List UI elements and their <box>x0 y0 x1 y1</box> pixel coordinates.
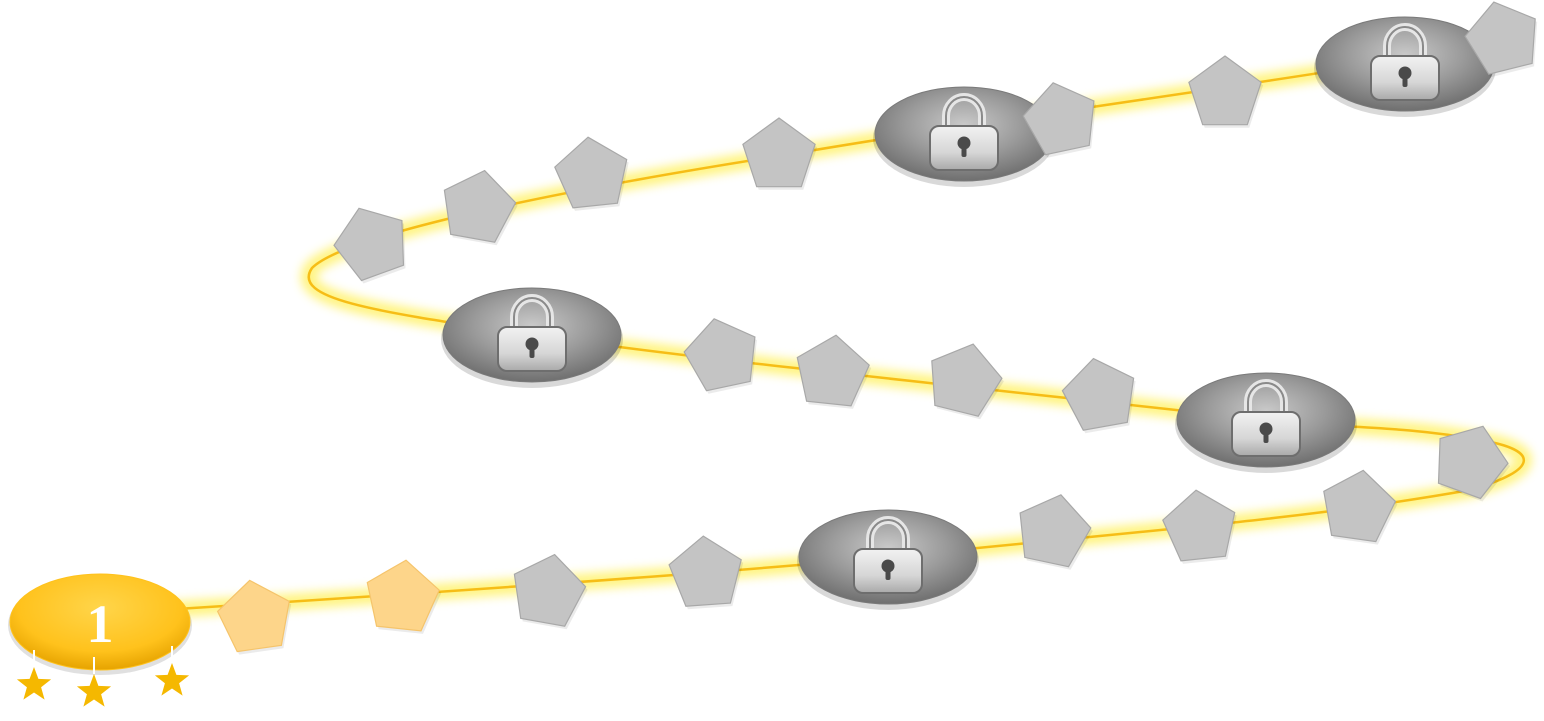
pentagon-icon <box>796 334 870 407</box>
pentagon-icon <box>1323 469 1397 543</box>
current-level-number: 1 <box>87 594 114 654</box>
locked-step[interactable] <box>554 136 629 211</box>
padlock-icon <box>853 516 923 594</box>
locked-step[interactable] <box>1162 489 1237 564</box>
pentagon-icon <box>931 343 1003 417</box>
locked-checkpoint[interactable] <box>441 287 623 388</box>
pentagon-icon <box>1437 425 1509 500</box>
pentagon-icon <box>1188 55 1262 126</box>
unlocked-step[interactable] <box>366 559 442 634</box>
locked-checkpoint[interactable] <box>873 86 1055 187</box>
level-stars <box>16 646 190 707</box>
locked-checkpoint[interactable] <box>1175 372 1357 473</box>
locked-step[interactable] <box>1188 55 1264 128</box>
padlock-icon <box>1231 379 1301 457</box>
pentagon-icon <box>1019 494 1092 568</box>
pentagon-icon <box>742 117 816 188</box>
locked-step[interactable] <box>683 318 757 394</box>
level-nodes: 1 <box>8 1 1538 707</box>
locked-step[interactable] <box>443 169 518 246</box>
padlock-icon <box>497 294 567 372</box>
locked-step[interactable] <box>1019 494 1093 570</box>
pentagon-icon <box>668 535 742 607</box>
locked-step[interactable] <box>1464 1 1538 78</box>
pentagon-icon <box>554 136 628 209</box>
padlock-icon <box>1370 23 1440 101</box>
locked-step[interactable] <box>796 334 872 409</box>
current-level-button[interactable]: 1 <box>8 573 192 707</box>
star-filled-icon <box>154 663 190 696</box>
pentagon-icon <box>683 318 756 392</box>
locked-step[interactable] <box>1437 425 1511 502</box>
star-filled-icon <box>16 667 52 700</box>
locked-step[interactable] <box>742 117 818 190</box>
current-level-badge <box>9 573 191 671</box>
pentagon-icon <box>1022 82 1095 156</box>
locked-checkpoint[interactable] <box>1314 16 1496 117</box>
pentagon-icon <box>366 559 440 632</box>
pentagon-icon <box>333 207 405 282</box>
locked-step[interactable] <box>931 343 1004 420</box>
locked-step[interactable] <box>1323 469 1398 545</box>
unlocked-step[interactable] <box>216 579 292 655</box>
locked-step[interactable] <box>1022 82 1096 158</box>
star-filled-icon <box>76 674 112 707</box>
pentagon-icon <box>443 169 517 243</box>
pentagon-icon <box>513 553 587 627</box>
pentagon-icon <box>1464 1 1536 75</box>
locked-step[interactable] <box>1061 357 1136 434</box>
padlock-icon <box>929 93 999 171</box>
locked-step[interactable] <box>333 207 406 284</box>
pentagon-icon <box>1061 357 1135 431</box>
pentagon-icon <box>1162 489 1236 562</box>
locked-step[interactable] <box>668 535 744 610</box>
locked-checkpoint[interactable] <box>797 509 979 610</box>
pentagon-icon <box>216 579 290 653</box>
locked-step[interactable] <box>513 553 588 630</box>
